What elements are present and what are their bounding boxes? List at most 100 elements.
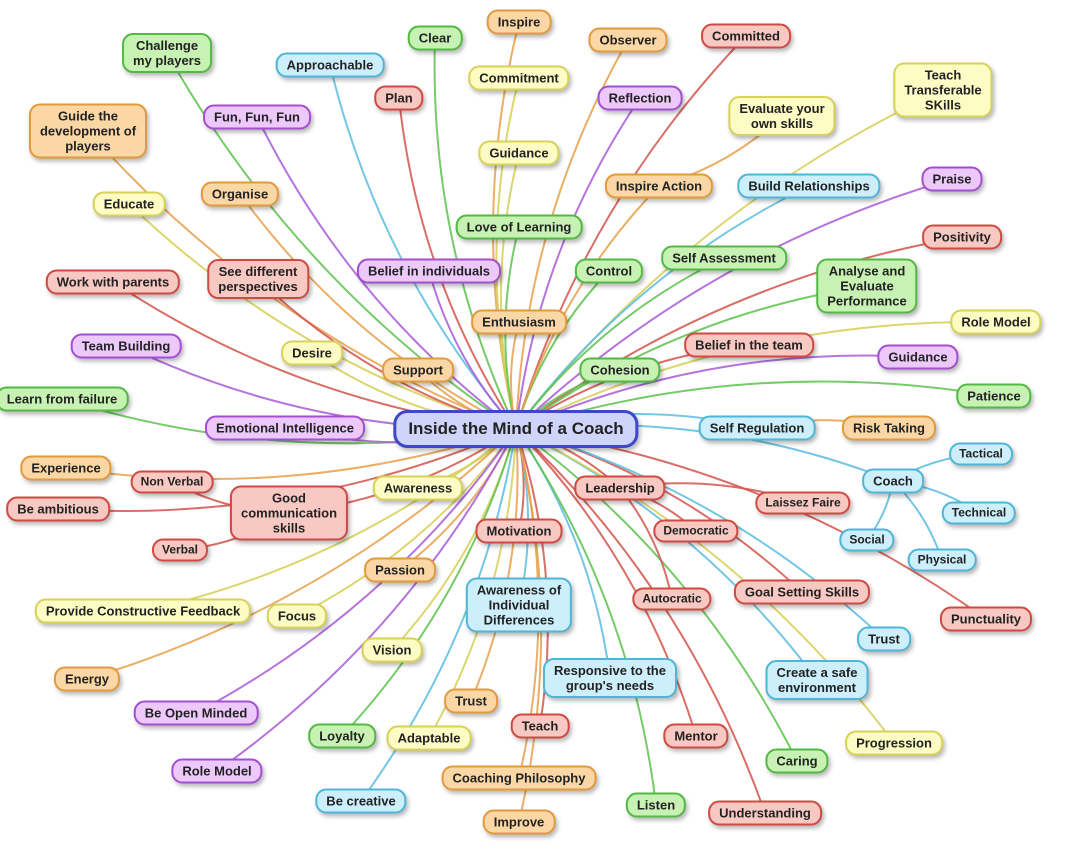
topic-node-commitment[interactable]: Commitment bbox=[468, 65, 570, 91]
topic-node-reflection[interactable]: Reflection bbox=[597, 85, 683, 111]
topic-node-coach[interactable]: Coach bbox=[862, 468, 924, 494]
topic-node-enthusiasm[interactable]: Enthusiasm bbox=[471, 309, 567, 335]
connector-center-trust-m bbox=[470, 428, 519, 702]
topic-node-technical[interactable]: Technical bbox=[941, 501, 1017, 525]
topic-node-love-learning[interactable]: Love of Learning bbox=[455, 214, 583, 240]
topic-node-praise[interactable]: Praise bbox=[921, 166, 983, 192]
topic-node-progression[interactable]: Progression bbox=[845, 730, 943, 756]
connector-center-focus bbox=[296, 428, 517, 617]
topic-node-democratic[interactable]: Democratic bbox=[653, 519, 739, 543]
topic-node-build-relationships[interactable]: Build Relationships bbox=[737, 173, 881, 199]
topic-node-team-building[interactable]: Team Building bbox=[70, 333, 182, 359]
topic-node-trust-m[interactable]: Trust bbox=[444, 688, 498, 714]
topic-node-evaluate-skills[interactable]: Evaluate your own skills bbox=[728, 96, 836, 136]
topic-node-committed[interactable]: Committed bbox=[701, 23, 791, 49]
topic-node-vision[interactable]: Vision bbox=[361, 637, 423, 663]
topic-node-desire[interactable]: Desire bbox=[281, 340, 343, 366]
topic-node-caring[interactable]: Caring bbox=[765, 748, 829, 774]
connector-center-role-model-l bbox=[216, 428, 517, 772]
topic-node-understanding[interactable]: Understanding bbox=[708, 800, 822, 826]
connector-center-praise bbox=[515, 178, 953, 430]
central-topic-node[interactable]: Inside the Mind of a Coach bbox=[393, 410, 639, 448]
topic-node-listen[interactable]: Listen bbox=[625, 792, 687, 818]
connector-center-guidance-r bbox=[515, 354, 919, 430]
connector-center-organise bbox=[239, 193, 517, 430]
topic-node-leadership[interactable]: Leadership bbox=[574, 475, 666, 501]
connector-center-fun bbox=[256, 116, 517, 430]
topic-node-role-model-r[interactable]: Role Model bbox=[950, 309, 1042, 335]
topic-node-experience[interactable]: Experience bbox=[20, 455, 112, 481]
topic-node-belief-team[interactable]: Belief in the team bbox=[684, 332, 814, 358]
topic-node-observer[interactable]: Observer bbox=[588, 27, 668, 53]
connector-center-analyse bbox=[515, 285, 868, 430]
topic-node-punctuality[interactable]: Punctuality bbox=[939, 606, 1033, 632]
topic-node-physical[interactable]: Physical bbox=[907, 548, 977, 572]
topic-node-tactical[interactable]: Tactical bbox=[949, 442, 1013, 466]
topic-node-motivation[interactable]: Motivation bbox=[475, 518, 563, 544]
topic-node-approachable[interactable]: Approachable bbox=[275, 52, 385, 78]
topic-node-work-parents[interactable]: Work with parents bbox=[45, 269, 181, 295]
topic-node-improve[interactable]: Improve bbox=[482, 809, 556, 835]
topic-node-cohesion[interactable]: Cohesion bbox=[579, 357, 661, 383]
topic-node-analyse[interactable]: Analyse and Evaluate Performance bbox=[816, 258, 918, 314]
topic-node-risk-taking[interactable]: Risk Taking bbox=[841, 415, 937, 441]
topic-node-laissez-faire[interactable]: Laissez Faire bbox=[755, 491, 851, 515]
topic-node-clear[interactable]: Clear bbox=[407, 25, 463, 51]
connector-center-be-creative bbox=[360, 428, 517, 802]
topic-node-verbal[interactable]: Verbal bbox=[151, 538, 209, 562]
topic-node-inspire-action[interactable]: Inspire Action bbox=[604, 173, 714, 199]
topic-node-guidance-top[interactable]: Guidance bbox=[478, 140, 560, 166]
connector-center-mentor bbox=[515, 428, 697, 737]
topic-node-goal-setting[interactable]: Goal Setting Skills bbox=[733, 579, 871, 605]
topic-node-self-regulation[interactable]: Self Regulation bbox=[698, 415, 816, 441]
topic-node-learn-failure[interactable]: Learn from failure bbox=[0, 386, 129, 412]
topic-node-teach[interactable]: Teach bbox=[510, 713, 570, 739]
topic-node-organise[interactable]: Organise bbox=[200, 181, 280, 207]
topic-node-fun[interactable]: Fun, Fun, Fun bbox=[203, 104, 311, 130]
connector-center-guidance-top bbox=[499, 152, 520, 430]
topic-node-belief-individuals[interactable]: Belief in individuals bbox=[356, 258, 502, 284]
topic-node-autocratic[interactable]: Autocratic bbox=[632, 587, 712, 611]
connector-center-educate bbox=[128, 203, 517, 430]
topic-node-trust-r[interactable]: Trust bbox=[857, 626, 911, 652]
topic-node-awareness[interactable]: Awareness bbox=[372, 475, 464, 501]
topic-node-energy[interactable]: Energy bbox=[53, 666, 121, 692]
topic-node-be-creative[interactable]: Be creative bbox=[315, 788, 407, 814]
topic-node-positivity[interactable]: Positivity bbox=[922, 224, 1002, 250]
topic-node-guide-development[interactable]: Guide the development of players bbox=[28, 103, 148, 159]
topic-node-plan[interactable]: Plan bbox=[374, 85, 424, 111]
topic-node-control[interactable]: Control bbox=[574, 258, 644, 284]
topic-node-coaching-phil[interactable]: Coaching Philosophy bbox=[441, 765, 597, 791]
topic-node-responsive[interactable]: Responsive to the group's needs bbox=[543, 658, 677, 698]
topic-node-passion[interactable]: Passion bbox=[364, 557, 436, 583]
topic-node-teach-transferable[interactable]: Teach Transferable SKills bbox=[893, 62, 993, 118]
topic-node-educate[interactable]: Educate bbox=[92, 191, 166, 217]
topic-node-be-ambitious[interactable]: Be ambitious bbox=[6, 496, 110, 522]
topic-node-adaptable[interactable]: Adaptable bbox=[386, 725, 472, 751]
topic-node-challenge[interactable]: Challenge my players bbox=[122, 33, 212, 73]
topic-node-role-model-l[interactable]: Role Model bbox=[171, 758, 263, 784]
topic-node-patience[interactable]: Patience bbox=[956, 383, 1032, 409]
topic-node-guidance-r[interactable]: Guidance bbox=[877, 344, 959, 370]
topic-node-social[interactable]: Social bbox=[839, 528, 895, 552]
topic-node-emotional-int[interactable]: Emotional Intelligence bbox=[205, 415, 365, 441]
topic-node-loyalty[interactable]: Loyalty bbox=[308, 723, 376, 749]
topic-node-focus[interactable]: Focus bbox=[266, 603, 328, 629]
connector-center-provide-feedback bbox=[142, 428, 517, 612]
topic-node-support[interactable]: Support bbox=[382, 357, 454, 383]
topic-node-awareness-diff[interactable]: Awareness of Individual Differences bbox=[465, 577, 573, 633]
topic-node-mentor[interactable]: Mentor bbox=[663, 723, 729, 749]
topic-node-good-comm[interactable]: Good communication skills bbox=[229, 485, 349, 541]
topic-node-non-verbal[interactable]: Non Verbal bbox=[130, 470, 214, 494]
connector-center-loyalty bbox=[341, 428, 517, 737]
topic-node-safe-env[interactable]: Create a safe environment bbox=[765, 660, 869, 700]
topic-node-provide-feedback[interactable]: Provide Constructive Feedback bbox=[34, 598, 252, 624]
topic-node-inspire[interactable]: Inspire bbox=[486, 9, 552, 35]
connector-center-listen bbox=[515, 428, 657, 806]
topic-node-see-different[interactable]: See different perspectives bbox=[207, 259, 309, 299]
connector-center-committed bbox=[515, 35, 747, 430]
topic-node-self-assessment[interactable]: Self Assessment bbox=[661, 245, 787, 271]
topic-node-be-open[interactable]: Be Open Minded bbox=[133, 700, 259, 726]
connector-center-energy bbox=[86, 428, 517, 680]
